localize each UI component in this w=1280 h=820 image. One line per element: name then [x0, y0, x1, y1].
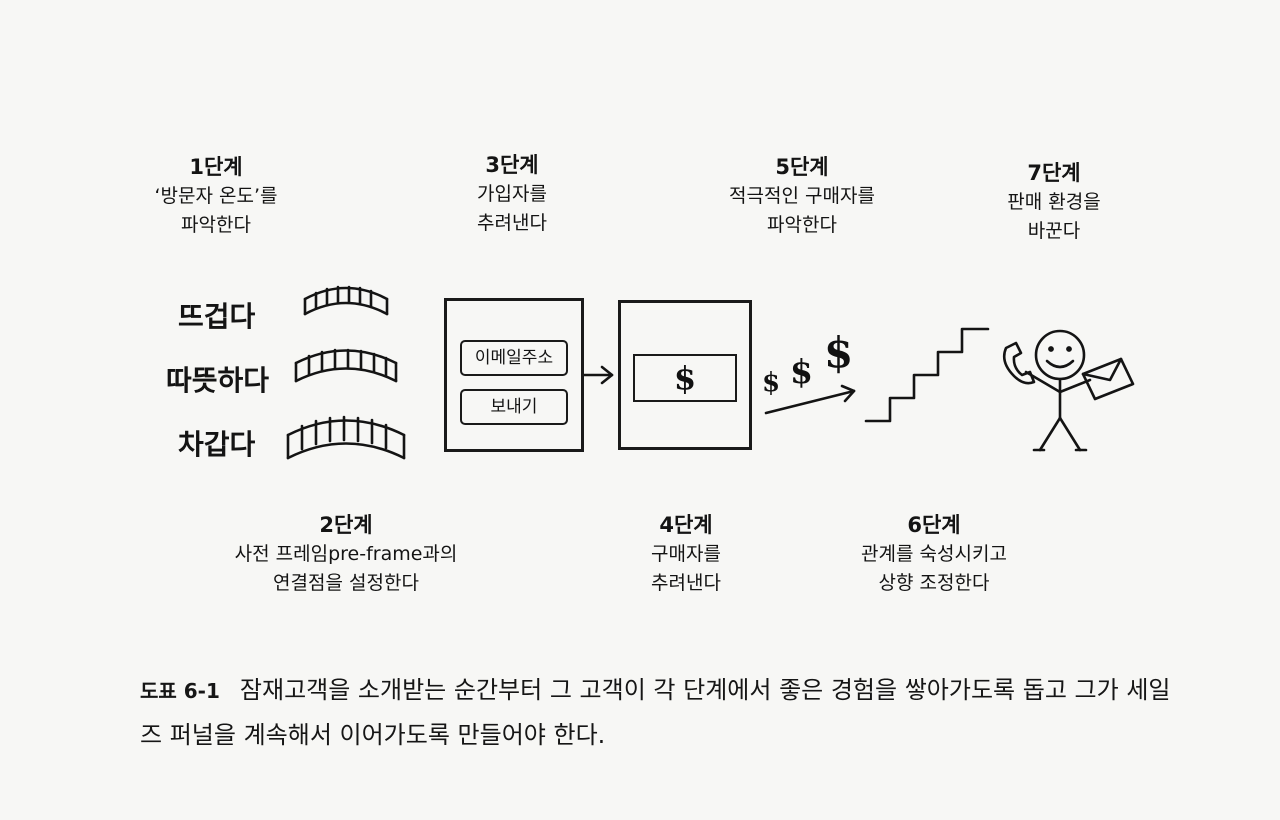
purchase-box: $	[618, 300, 752, 450]
step-5: 5단계 적극적인 구매자를 파악한다	[729, 152, 875, 240]
caption-text: 잠재고객을 소개받는 순간부터 그 고객이 각 단계에서 좋은 경험을 쌓아가도…	[140, 676, 1171, 749]
caption-label: 도표 6-1	[140, 679, 220, 703]
step-4-desc-line-1: 구매자를	[651, 543, 721, 565]
step-5-desc-line-1: 적극적인 구매자를	[729, 185, 875, 207]
phone-handset-icon	[1002, 341, 1036, 385]
step-4: 4단계 구매자를 추려낸다	[651, 510, 721, 598]
step-5-desc-line-2: 파악한다	[767, 214, 837, 236]
step-6-desc-line-1: 관계를 숙성시키고	[861, 543, 1007, 565]
step-4-desc-line-2: 추려낸다	[651, 572, 721, 594]
step-1-label: 1단계	[189, 155, 243, 179]
staircase-icon	[864, 327, 990, 423]
dollar-sign-large: $	[824, 328, 854, 377]
step-3-desc-line-1: 가입자를	[477, 183, 547, 205]
dollar-bill-icon: $	[633, 354, 737, 402]
customer-figure-icon	[1024, 329, 1092, 452]
step-1-desc-line-1: ‘방문자 온도’를	[154, 185, 278, 207]
step-7: 7단계 판매 환경을 바꾼다	[1007, 158, 1100, 246]
email-address-field: 이메일주소	[460, 340, 568, 376]
step-5-label: 5단계	[775, 155, 829, 179]
step-6: 6단계 관계를 숙성시키고 상향 조정한다	[861, 510, 1007, 598]
temperature-warm: 따뜻하다	[166, 364, 270, 397]
thermometer-arc-hot-icon	[303, 285, 389, 316]
step-3-desc-line-2: 추려낸다	[477, 212, 547, 234]
step-3-label: 3단계	[485, 153, 539, 177]
thermometer-arc-warm-icon	[294, 348, 398, 383]
temperature-cold: 차갑다	[178, 428, 256, 461]
send-button: 보내기	[460, 389, 568, 425]
dollar-sign-medium: $	[790, 352, 813, 391]
dollar-sign-small: $	[762, 368, 781, 398]
signup-form-box: 이메일주소 보내기	[444, 298, 584, 452]
step-6-desc-line-2: 상향 조정한다	[878, 572, 990, 594]
thermometer-arc-cold-icon	[286, 415, 406, 460]
step-6-label: 6단계	[907, 513, 961, 537]
step-2: 2단계 사전 프레임pre-frame과의 연결점을 설정한다	[235, 510, 458, 598]
temperature-hot: 뜨겁다	[178, 300, 256, 333]
arrow-right-icon	[582, 365, 614, 385]
step-7-label: 7단계	[1027, 161, 1081, 185]
dollar-sign: $	[673, 359, 697, 397]
step-2-label: 2단계	[319, 513, 373, 537]
step-7-desc-line-2: 바꾼다	[1027, 220, 1081, 242]
step-1-desc-line-2: 파악한다	[181, 214, 251, 236]
step-1: 1단계 ‘방문자 온도’를 파악한다	[155, 152, 278, 240]
step-7-desc-line-1: 판매 환경을	[1007, 191, 1101, 213]
envelope-icon	[1081, 357, 1135, 401]
step-3: 3단계 가입자를 추려낸다	[477, 150, 547, 238]
step-2-desc-line-1: 사전 프레임pre-frame과의	[234, 543, 458, 565]
step-2-desc-line-2: 연결점을 설정한다	[273, 572, 419, 594]
step-4-label: 4단계	[659, 513, 713, 537]
